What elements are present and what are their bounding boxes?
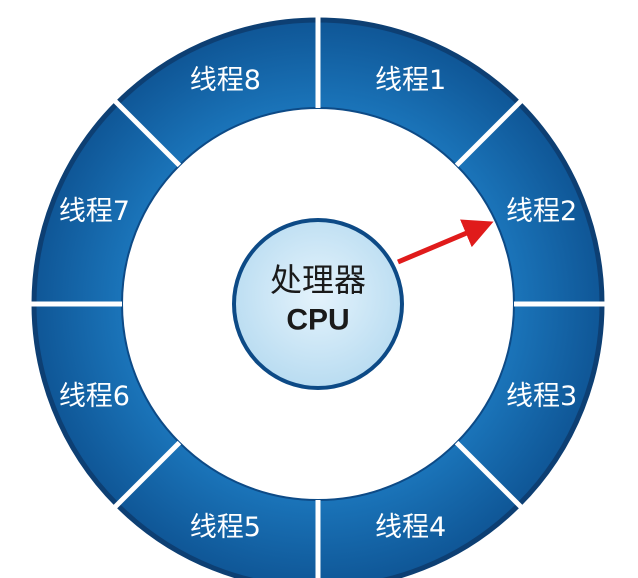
segment-divider bbox=[112, 98, 182, 168]
segment-divider bbox=[454, 440, 524, 510]
thread-label-5: 线程5 bbox=[190, 512, 261, 543]
cpu-sublabel: CPU bbox=[286, 304, 349, 337]
cpu-label: 处理器 bbox=[270, 261, 366, 299]
thread-label-1: 线程1 bbox=[375, 65, 446, 96]
segment-dividers bbox=[30, 16, 606, 578]
cpu-circle bbox=[232, 218, 404, 390]
thread-label-7: 线程7 bbox=[59, 196, 130, 227]
thread-label-4: 线程4 bbox=[375, 512, 446, 543]
thread-label-6: 线程6 bbox=[59, 381, 130, 412]
thread-label-8: 线程8 bbox=[190, 65, 261, 96]
thread-labels: 线程1 线程2 线程3 线程4 线程5 线程6 线程7 线程8 bbox=[59, 65, 577, 543]
segment-divider bbox=[112, 440, 182, 510]
thread-label-3: 线程3 bbox=[506, 381, 577, 412]
thread-label-2: 线程2 bbox=[506, 196, 577, 227]
segment-divider bbox=[454, 98, 524, 168]
cpu-to-thread-arrow bbox=[397, 219, 494, 265]
